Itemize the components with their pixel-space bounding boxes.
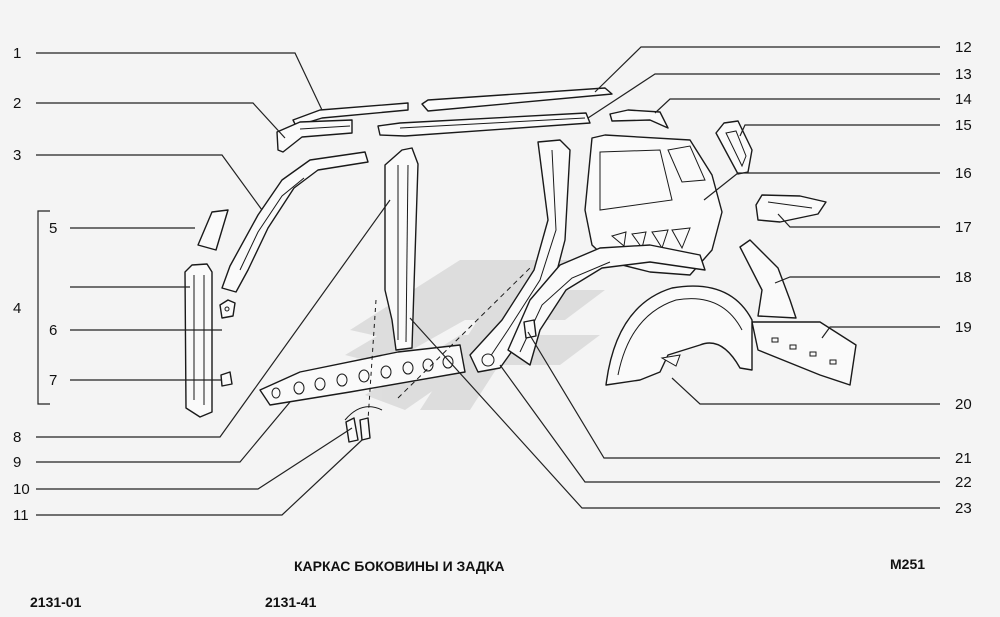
group-4-bracket (37, 210, 50, 405)
diagram-title: КАРКАС БОКОВИНЫ И ЗАДКА (294, 558, 505, 574)
callout-3: 3 (13, 147, 21, 164)
part-2-windshield-upper-bracket (276, 119, 353, 153)
leader-lines (36, 46, 940, 516)
callout-19: 19 (955, 319, 972, 336)
callout-labels: 1 2 3 4 5 6 7 8 9 10 11 12 13 14 15 16 1… (13, 39, 972, 524)
part-19-rear-floor-member (751, 321, 857, 386)
callout-4: 4 (13, 300, 21, 317)
part-9-sill-panel (259, 344, 466, 406)
page-code: M251 (890, 556, 925, 572)
part-7-small-plate (220, 371, 233, 387)
part-20-wheel-housing (605, 285, 753, 386)
part-14-rear-roof-trim (609, 109, 669, 129)
part-18-rear-bracket (739, 239, 797, 319)
callout-21: 21 (955, 450, 972, 467)
part-15-lamp-housing (715, 120, 753, 175)
callout-17: 17 (955, 219, 972, 236)
part-8-b-pillar-inner (384, 147, 419, 351)
part-17-hinge-bracket (755, 194, 827, 223)
part-21-bracket-small (523, 319, 537, 339)
callout-15: 15 (955, 117, 972, 134)
callout-22: 22 (955, 474, 972, 491)
callout-11: 11 (13, 507, 29, 524)
part-6-small-bracket (219, 299, 236, 319)
part-4-b-pillar-assembly (184, 263, 213, 418)
callout-20: 20 (955, 396, 972, 413)
part-5-pillar-cap (197, 209, 229, 251)
callout-13: 13 (955, 66, 972, 83)
callout-10: 10 (13, 481, 30, 498)
part-12-roof-rail-long (421, 87, 613, 112)
callout-9: 9 (13, 454, 21, 471)
callout-14: 14 (955, 91, 972, 108)
callout-2: 2 (13, 95, 21, 112)
part-13-roof-crossbar (377, 112, 591, 137)
callout-6: 6 (49, 322, 57, 339)
callout-5: 5 (49, 220, 57, 237)
part-16-quarter-panel-frame (584, 134, 723, 276)
callout-18: 18 (955, 269, 972, 286)
model-code-2: 2131-41 (265, 594, 317, 610)
callout-1: 1 (13, 45, 21, 62)
callout-23: 23 (955, 500, 972, 517)
callout-8: 8 (13, 429, 21, 446)
callout-7: 7 (49, 372, 57, 389)
assembly-dashed-line (397, 265, 533, 399)
part-3-a-pillar-front (221, 151, 369, 293)
part-10-11-clips (344, 406, 383, 443)
model-code-1: 2131-01 (30, 594, 82, 610)
callout-12: 12 (955, 39, 972, 56)
callout-16: 16 (955, 165, 972, 182)
